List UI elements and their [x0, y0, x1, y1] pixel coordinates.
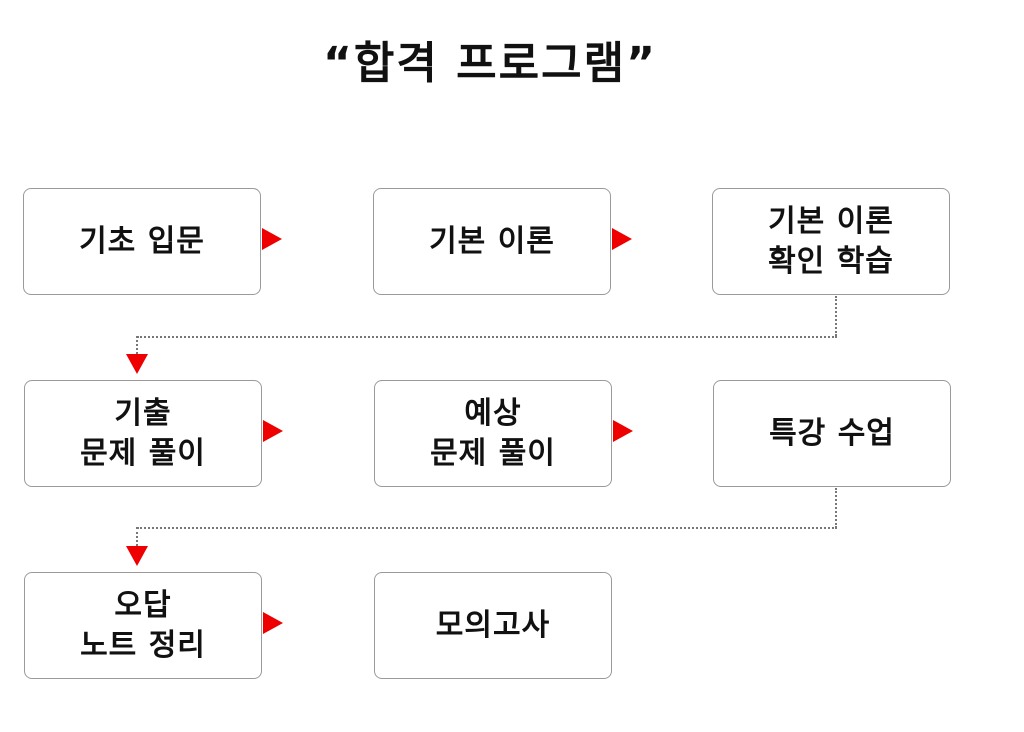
step-box-expected-problems: 예상 문제 풀이: [374, 380, 612, 487]
right-arrow-icon: [263, 612, 283, 634]
step-label-line-1: 오답: [114, 587, 172, 623]
step-box-wrong-answer-notes: 오답 노트 정리: [24, 572, 262, 679]
right-arrow-icon: [262, 228, 282, 250]
dotted-connector-vertical: [835, 296, 837, 336]
step-label-line-1: 기출: [114, 395, 172, 431]
step-label-line-1: 기본 이론: [768, 203, 894, 239]
step-box-basic-theory: 기본 이론: [373, 188, 611, 295]
step-label-line-2: 노트 정리: [80, 627, 206, 663]
step-box-basic-intro: 기초 입문: [23, 188, 261, 295]
step-label: 기본 이론: [429, 223, 555, 259]
step-box-mock-exam: 모의고사: [374, 572, 612, 679]
step-box-special-lecture: 특강 수업: [713, 380, 951, 487]
step-label-line-1: 예상: [464, 395, 522, 431]
dotted-connector-vertical: [136, 527, 138, 546]
right-arrow-icon: [612, 228, 632, 250]
dotted-connector-vertical: [835, 488, 837, 528]
step-box-past-exam: 기출 문제 풀이: [24, 380, 262, 487]
down-arrow-icon: [126, 354, 148, 374]
right-arrow-icon: [613, 420, 633, 442]
down-arrow-icon: [126, 546, 148, 566]
step-label-line-2: 문제 풀이: [80, 435, 206, 471]
step-label-line-2: 확인 학습: [768, 243, 894, 279]
dotted-connector-horizontal: [137, 527, 837, 529]
step-box-theory-review: 기본 이론 확인 학습: [712, 188, 950, 295]
dotted-connector-vertical: [136, 336, 138, 354]
step-label: 특강 수업: [769, 415, 895, 451]
right-arrow-icon: [263, 420, 283, 442]
step-label: 기초 입문: [79, 223, 205, 259]
step-label: 모의고사: [435, 607, 551, 643]
dotted-connector-horizontal: [137, 336, 837, 338]
step-label-line-2: 문제 풀이: [430, 435, 556, 471]
page-title: “합격 프로그램”: [322, 38, 658, 89]
